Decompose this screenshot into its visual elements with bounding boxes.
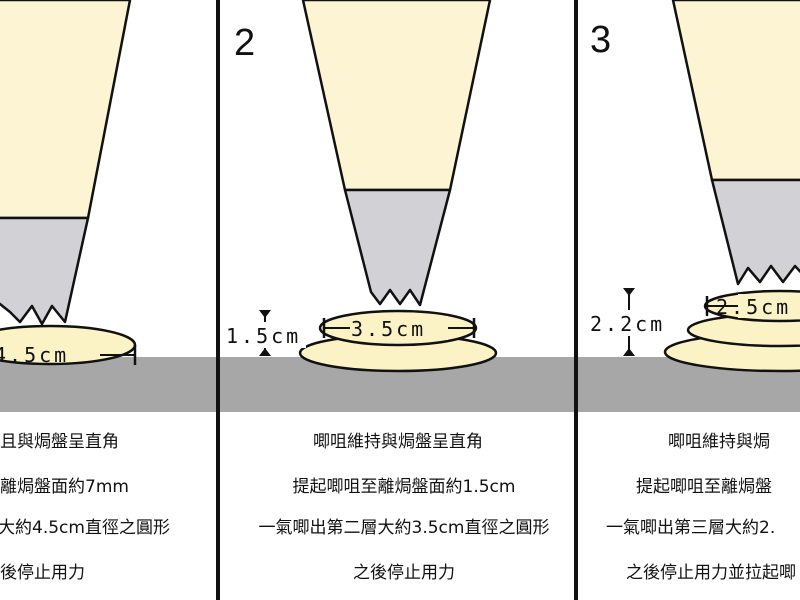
height-label: 2.2cm bbox=[590, 312, 665, 336]
caption-line-2: 提起唧咀至離焗盤面約1.5cm bbox=[293, 477, 516, 497]
height-label: 1.5cm bbox=[226, 324, 301, 348]
caption-line-3: 一氣唧出第三層大約2. bbox=[606, 518, 775, 538]
height-dim-arrow-bottom bbox=[623, 348, 635, 356]
piping-bag bbox=[301, 0, 492, 192]
piping-bag bbox=[0, 0, 132, 220]
caption-line-1: 且與焗盤呈直角 bbox=[0, 432, 119, 452]
step-number: 3 bbox=[590, 19, 611, 61]
piping-bag bbox=[671, 0, 800, 182]
piping-nozzle bbox=[710, 178, 800, 286]
width-label: 3.5cm bbox=[351, 317, 426, 341]
panel-step-2: 2 3.5cm 1.5cm 唧咀維持與焗盤呈直角 提起唧咀至離焗盤面約1.5cm… bbox=[224, 0, 549, 583]
height-dim-arrow-top bbox=[259, 310, 271, 318]
height-dim-arrow-bottom bbox=[259, 348, 271, 356]
piping-nozzle bbox=[0, 216, 90, 326]
height-dim-arrow-top bbox=[623, 288, 635, 296]
caption-line-3: 一氣唧出第二層大約3.5cm直徑之圓形 bbox=[259, 518, 550, 538]
width-label: 4.5cm bbox=[0, 343, 69, 367]
step-number: 2 bbox=[234, 22, 255, 64]
caption-line-4: 後停止用力 bbox=[0, 563, 85, 583]
width-label: 2.5cm bbox=[716, 295, 791, 319]
caption-line-3: 大約4.5cm直徑之圓形 bbox=[0, 518, 170, 538]
caption-line-2: 提起唧咀至離焗盤 bbox=[636, 477, 772, 497]
panel-step-1: 4.5cm 且與焗盤呈直角 離焗盤面約7mm 大約4.5cm直徑之圓形 後停止用… bbox=[0, 0, 170, 583]
piping-nozzle bbox=[343, 188, 452, 307]
caption-line-2: 離焗盤面約7mm bbox=[0, 477, 129, 497]
caption-line-4: 之後停止用力 bbox=[353, 563, 455, 583]
caption-line-1: 唧咀維持與焗 bbox=[668, 432, 770, 452]
caption-line-1: 唧咀維持與焗盤呈直角 bbox=[313, 432, 483, 452]
caption-line-4: 之後停止用力並拉起唧 bbox=[626, 563, 796, 583]
panel-step-3: 3 2.5cm 2.2cm 唧咀維持與焗 提起唧咀至離焗盤 一氣唧出第三層大約2… bbox=[588, 0, 800, 583]
